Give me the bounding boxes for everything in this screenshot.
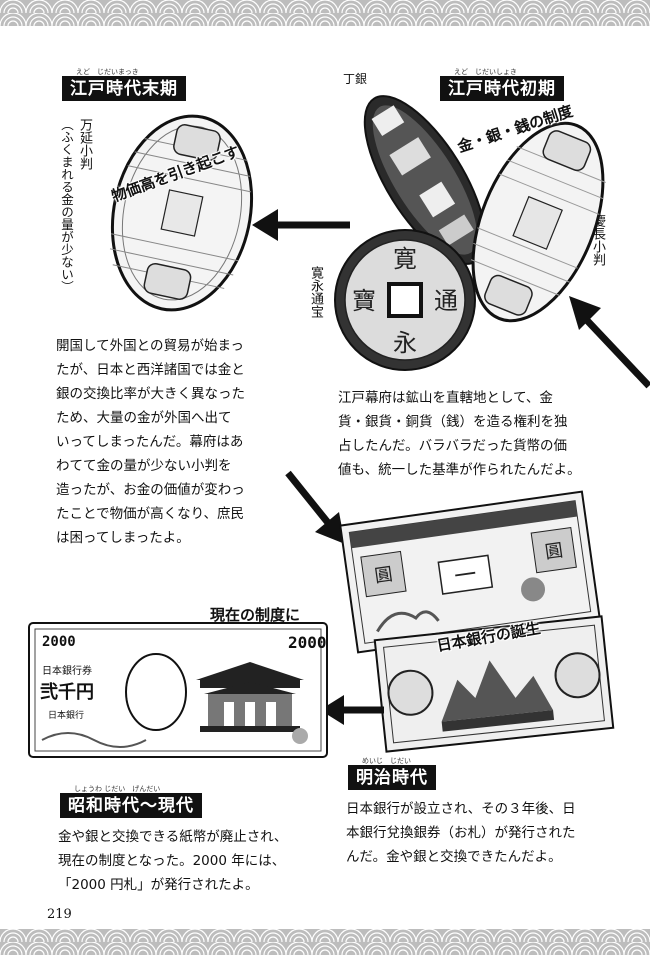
- note-denomination-right: 2000: [288, 633, 327, 652]
- era-ruby-showa: しょうわ じだい げんだい: [74, 785, 161, 793]
- svg-text:一: 一: [453, 562, 478, 590]
- coin-name-manen-koban: 万延小判: [77, 118, 92, 170]
- coin-name-kanei-tsuho: 寛永通宝: [308, 266, 323, 318]
- svg-text:圓: 圓: [373, 564, 394, 587]
- keicho-koban-illustration: [470, 121, 606, 323]
- caption-meiji: 日本銀行が設立され、その３年後、日 本銀行兌換銀券（お札）が発行された んだ。金…: [346, 801, 576, 865]
- note-amount: 弐千円: [40, 682, 94, 703]
- era-label-showa-present: 昭和時代〜現代: [60, 793, 202, 818]
- manen-koban-illustration: [109, 114, 254, 312]
- coin-name-chogin: 丁銀: [343, 72, 368, 86]
- era-label-early-edo: 江戸時代初期: [440, 76, 564, 101]
- kanei-char-left: 寶: [352, 287, 376, 315]
- kanei-char-top: 寛: [393, 245, 417, 273]
- kanei-char-bottom: 永: [393, 329, 417, 357]
- era-ruby-meiji: めいじ じだい: [362, 757, 411, 765]
- arrow-up-left-icon: [569, 296, 650, 389]
- kanei-char-right: 通: [434, 287, 458, 315]
- caption-showa-present: 金や銀と交換できる紙幣が廃止され、 現在の制度となった。2000 年には、 「2…: [58, 829, 288, 893]
- decorative-top-band: [0, 0, 650, 26]
- kanei-tsuho-illustration: 寛 永 通 寶: [334, 229, 476, 371]
- banner-current-system: 現在の制度に: [210, 606, 301, 624]
- arrow-left-icon: [252, 209, 350, 241]
- chogin-illustration: [363, 95, 487, 265]
- caption-early-edo: 江戸幕府は鉱山を直轄地として、金 貨・銀貨・銅貨（銭）を造る権利を独 占したんだ…: [338, 390, 581, 478]
- era-ruby-early-edo: えど じだいしょき: [454, 68, 517, 76]
- era-ruby-late-edo: えど じだいまっき: [76, 68, 139, 76]
- arrow-left-icon: [320, 695, 384, 725]
- note-2000-yen-illustration: 2000 2000 日本銀行券 弐千円 日本銀行: [28, 622, 328, 758]
- note-denomination-left: 2000: [42, 634, 76, 650]
- note-bank-label: 日本銀行券: [42, 664, 92, 677]
- coin-note-manen: （ふくまれる金の量が少ない）: [59, 118, 74, 293]
- arrow-down-right-icon: [285, 470, 345, 544]
- meiji-banknote-2-illustration: [373, 615, 615, 753]
- era-label-late-edo: 江戸時代末期: [62, 76, 186, 101]
- svg-text:圓: 圓: [544, 540, 565, 563]
- caption-late-edo: 開国して外国との貿易が始まっ たが、日本と西洋諸国では金と 銀の交換比率が大きく…: [56, 338, 245, 546]
- page-number: 219: [47, 907, 72, 922]
- era-label-meiji: 明治時代: [348, 765, 436, 790]
- meiji-banknote-1-illustration: 圓 圓 一: [339, 490, 601, 654]
- note-bank-name: 日本銀行: [48, 709, 84, 721]
- decorative-bottom-band: [0, 929, 650, 955]
